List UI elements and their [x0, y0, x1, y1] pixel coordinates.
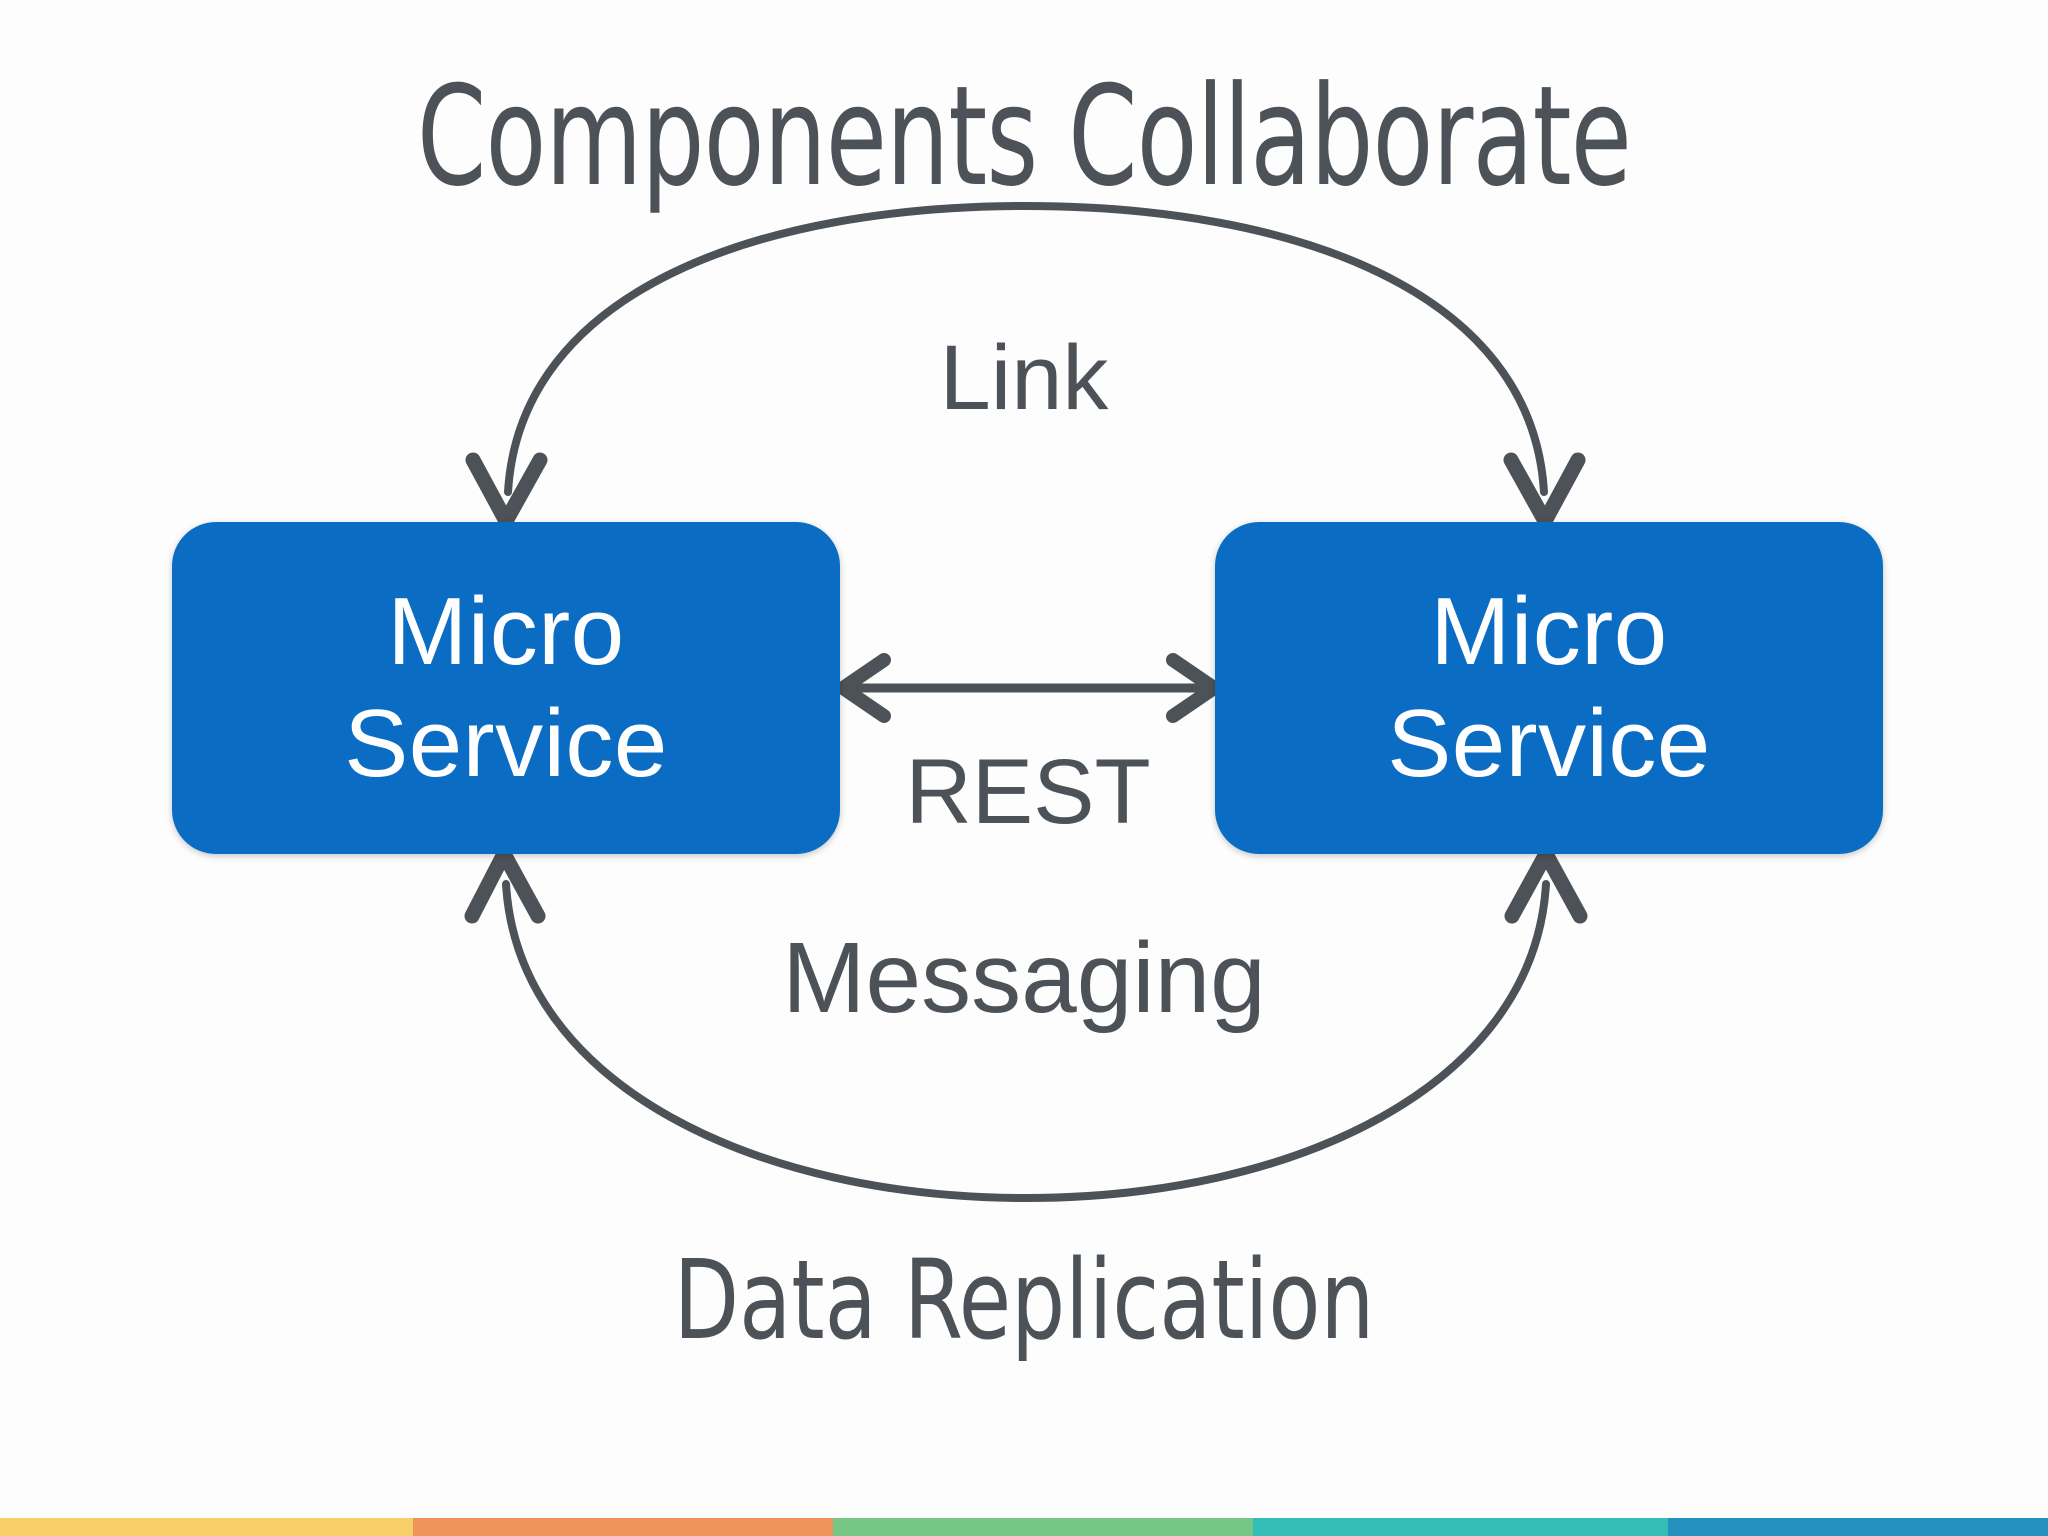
connector-label-messaging: Messaging	[782, 922, 1266, 1034]
connector-label-data-replication: Data Replication	[673, 1236, 1375, 1364]
connector-label-link: Link	[939, 327, 1109, 429]
link-arrowhead-left-icon	[465, 452, 548, 529]
connector-label-rest: REST	[905, 741, 1151, 843]
bottom-color-bar	[0, 1518, 2048, 1536]
page-title: Components Collaborate	[416, 56, 1632, 217]
node-label-line2: Service	[344, 690, 668, 797]
link-arc-path	[504, 201, 1548, 496]
connector-link-arc	[465, 201, 1586, 529]
connector-messaging-arc	[464, 846, 1588, 1203]
bottom-bar-segment-yellow	[0, 1518, 413, 1536]
connector-rest-arrow	[836, 653, 1221, 723]
messaging-arc-path	[502, 880, 1550, 1203]
node-label-line1: Micro	[1430, 578, 1668, 685]
node-label-line1: Micro	[387, 578, 625, 685]
node-micro-service-left[interactable]: Micro Service	[172, 522, 840, 854]
rest-arrowhead-right-icon	[1166, 653, 1221, 723]
node-micro-service-right[interactable]: Micro Service	[1215, 522, 1883, 854]
messaging-arrowhead-right-icon	[1504, 846, 1588, 924]
node-label-line2: Service	[1387, 690, 1711, 797]
bottom-bar-segment-green	[833, 1518, 1253, 1536]
bottom-bar-segment-teal	[1253, 1518, 1668, 1536]
bottom-bar-segment-orange	[413, 1518, 833, 1536]
messaging-arrowhead-left-icon	[464, 846, 546, 924]
link-arrowhead-right-icon	[1503, 452, 1586, 529]
rest-arrowhead-left-icon	[836, 653, 891, 723]
bottom-bar-segment-blue	[1668, 1518, 2048, 1536]
